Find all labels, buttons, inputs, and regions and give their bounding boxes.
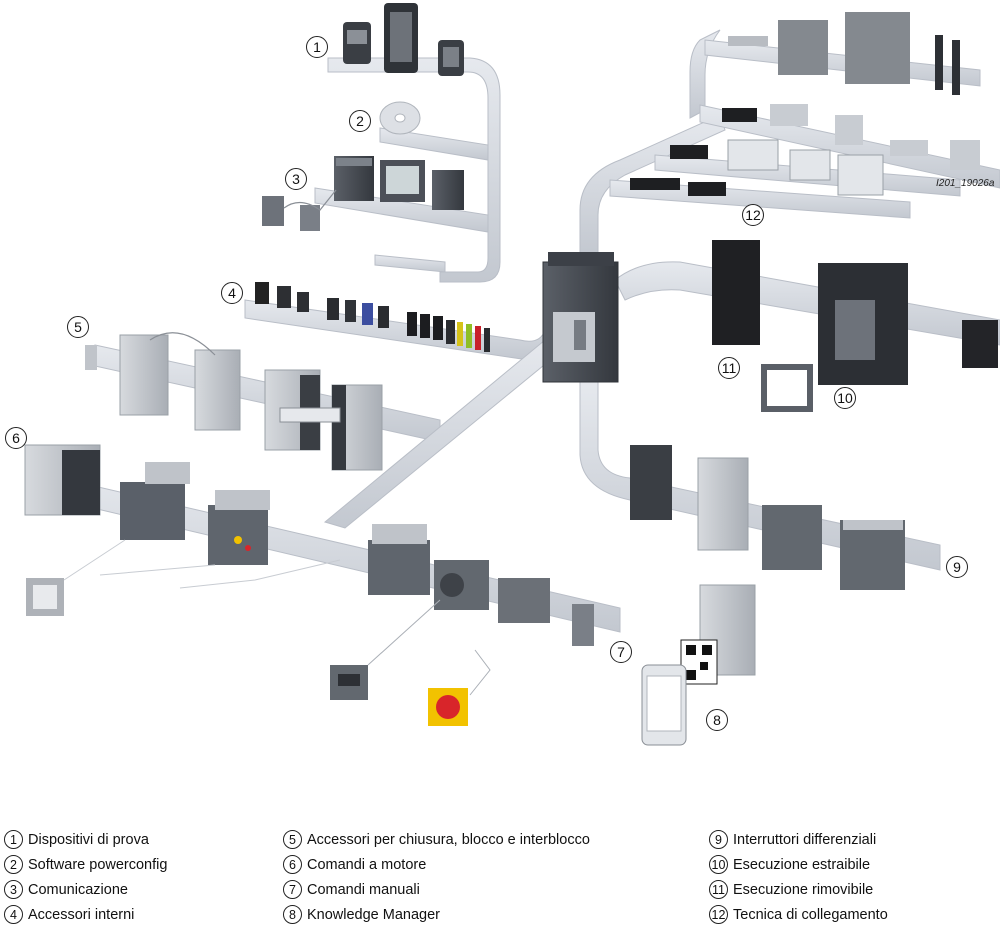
legend-column-2: 5 Accessori per chiusura, blocco e interb… [283,827,590,927]
connection-technology-group [630,12,980,196]
system-diagram-svg [24,3,1000,746]
callout-10: 10 [834,387,856,409]
legend-number: 10 [709,855,728,874]
legend-number: 2 [4,855,23,874]
figure-reference-code: I201_19026a [936,178,995,189]
legend-item: 7 Comandi manuali [283,877,590,902]
internal-accessories [255,282,490,352]
legend-number: 5 [283,830,302,849]
legend-label: Comandi a motore [307,856,427,873]
motor-operators-row [24,444,270,565]
legend-number: 11 [709,880,728,899]
knowledge-manager-group [641,584,756,746]
legend-item: 8 Knowledge Manager [283,902,590,927]
legend-item: 5 Accessori per chiusura, blocco e interb… [283,827,590,852]
legend-label: Software powerconfig [28,856,168,873]
legend-label: Tecnica di collegamento [733,906,888,923]
callout-1: 1 [306,36,328,58]
legend-item: 6 Comandi a motore [283,852,590,877]
legend-number: 12 [709,905,728,924]
legend-item: 4 Accessori interni [4,902,167,927]
residual-current-devices-row [630,445,905,590]
legend-label: Accessori per chiusura, blocco e interbl… [307,831,590,848]
legend-number: 8 [283,905,302,924]
legend-number: 7 [283,880,302,899]
callout-6: 6 [5,427,27,449]
callout-12: 12 [742,204,764,226]
software-disc [379,101,421,135]
callout-2: 2 [349,110,371,132]
central-breaker [542,252,619,383]
callout-3: 3 [285,168,307,190]
communication-modules [262,156,464,231]
legend-label: Esecuzione estraibile [733,856,871,873]
product-overview-illustration: 1 2 3 4 5 6 7 8 9 10 11 12 I201_19026a [5,3,1000,746]
legend-label: Knowledge Manager [307,906,441,923]
legend-label: Comunicazione [28,881,128,898]
legend-label: Comandi manuali [307,881,420,898]
legend-item: 10 Esecuzione estraibile [709,852,888,877]
legend-number: 4 [4,905,23,924]
callout-9: 9 [946,556,968,578]
legend-item: 11 Esecuzione rimovibile [709,877,888,902]
legend-label: Esecuzione rimovibile [733,881,874,898]
callout-8: 8 [706,709,728,731]
callout-4: 4 [221,282,243,304]
removable-withdrawable-group [712,240,998,412]
locking-accessories-row [85,332,383,471]
manual-operators-row [26,524,594,726]
legend-number: 1 [4,830,23,849]
test-devices-group [343,3,464,76]
legend-column-1: 1 Dispositivi di prova 2 Software powercon… [4,827,167,927]
legend-item: 2 Software powerconfig [4,852,167,877]
legend-item: 12 Tecnica di collegamento [709,902,888,927]
callout-5: 5 [67,316,89,338]
legend-item: 9 Interruttori differenziali [709,827,888,852]
legend-label: Interruttori differenziali [733,831,877,848]
callout-7: 7 [610,641,632,663]
legend-label: Accessori interni [28,906,135,923]
legend-label: Dispositivi di prova [28,831,149,848]
callout-11: 11 [718,357,740,379]
legend-item: 1 Dispositivi di prova [4,827,167,852]
legend-number: 6 [283,855,302,874]
legend-number: 3 [4,880,23,899]
legend-number: 9 [709,830,728,849]
legend-item: 3 Comunicazione [4,877,167,902]
